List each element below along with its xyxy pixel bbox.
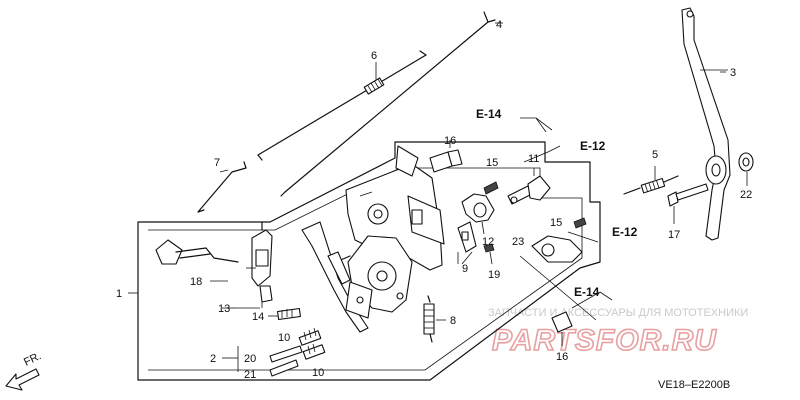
- callout-15-upper: 15: [486, 157, 498, 169]
- front-direction-arrow: FR.: [5, 350, 43, 391]
- callout-2: 2: [210, 353, 216, 365]
- stop-lever-part: [519, 235, 597, 321]
- leader-lines: [128, 71, 726, 372]
- front-direction-label: FR.: [22, 350, 43, 369]
- assembly-outline: [137, 141, 601, 381]
- lever-bolt-part: [667, 183, 709, 224]
- callout-21: 21: [244, 369, 256, 381]
- control-rod-part: [280, 11, 503, 197]
- ref-e14-lower: E-14: [574, 285, 600, 299]
- lever-nut-part: [738, 152, 754, 186]
- bolt-lower-part: [551, 311, 573, 346]
- callout-14: 14: [252, 311, 264, 323]
- callout-15-lower: 15: [550, 217, 562, 229]
- switch-harness-part: [155, 221, 273, 303]
- callout-5: 5: [652, 149, 658, 161]
- throttle-rod-part: [257, 50, 427, 161]
- ref-e14-upper: E-14: [476, 107, 502, 121]
- callout-16-upper: 16: [444, 135, 456, 147]
- callout-numbers: 1 2 3 4 5 6 7 8 9 10 10 11 12 13 14 15 1…: [116, 19, 752, 381]
- callout-13: 13: [218, 303, 230, 315]
- callout-1: 1: [116, 288, 122, 300]
- callout-8: 8: [450, 315, 456, 327]
- governor-spring-part: [423, 295, 446, 343]
- bracket-part: [457, 221, 477, 265]
- callout-22: 22: [740, 189, 752, 201]
- callout-7: 7: [214, 157, 220, 169]
- callout-9: 9: [462, 263, 468, 275]
- screw-19-part: [483, 243, 495, 265]
- adjust-screws-part: [269, 327, 326, 377]
- link-rod-part: [197, 161, 247, 213]
- ref-e12-upper: E-12: [580, 139, 606, 153]
- diagram-code: VE18–E2200B: [658, 379, 730, 391]
- choke-lever-part: [461, 193, 495, 235]
- screw-lower-part: [573, 217, 587, 229]
- watermark-text: ЗАПЧАСТИ И АКСЕССУАРЫ ДЛЯ МОТОТЕХНИКИ: [488, 307, 748, 319]
- callout-19: 19: [488, 269, 500, 281]
- callout-23: 23: [512, 236, 524, 248]
- callout-10-lower: 10: [312, 367, 324, 379]
- lever-spring-part: [623, 166, 679, 195]
- callout-3: 3: [730, 67, 736, 79]
- callout-10-upper: 10: [278, 332, 290, 344]
- ref-e12-lower: E-12: [612, 225, 638, 239]
- watermark-logo: PARTSFOR.RU: [492, 324, 717, 357]
- callout-6: 6: [371, 50, 377, 62]
- callout-4: 4: [496, 19, 502, 31]
- callout-16-lower: 16: [556, 351, 568, 363]
- control-lever-part: [681, 7, 731, 241]
- callout-18: 18: [190, 276, 202, 288]
- knob-part: [507, 168, 551, 205]
- screw-upper-part: [483, 181, 499, 195]
- callout-20: 20: [244, 353, 256, 365]
- callout-12: 12: [482, 236, 494, 248]
- ref-brackets: [520, 117, 613, 309]
- small-spring-part: [277, 307, 301, 321]
- governor-arm-part: [301, 221, 413, 333]
- bolt-top-part: [429, 140, 463, 173]
- callout-11: 11: [528, 153, 539, 165]
- reference-labels: E-14 E-12 E-12 E-14: [476, 107, 638, 299]
- callout-17: 17: [668, 229, 680, 241]
